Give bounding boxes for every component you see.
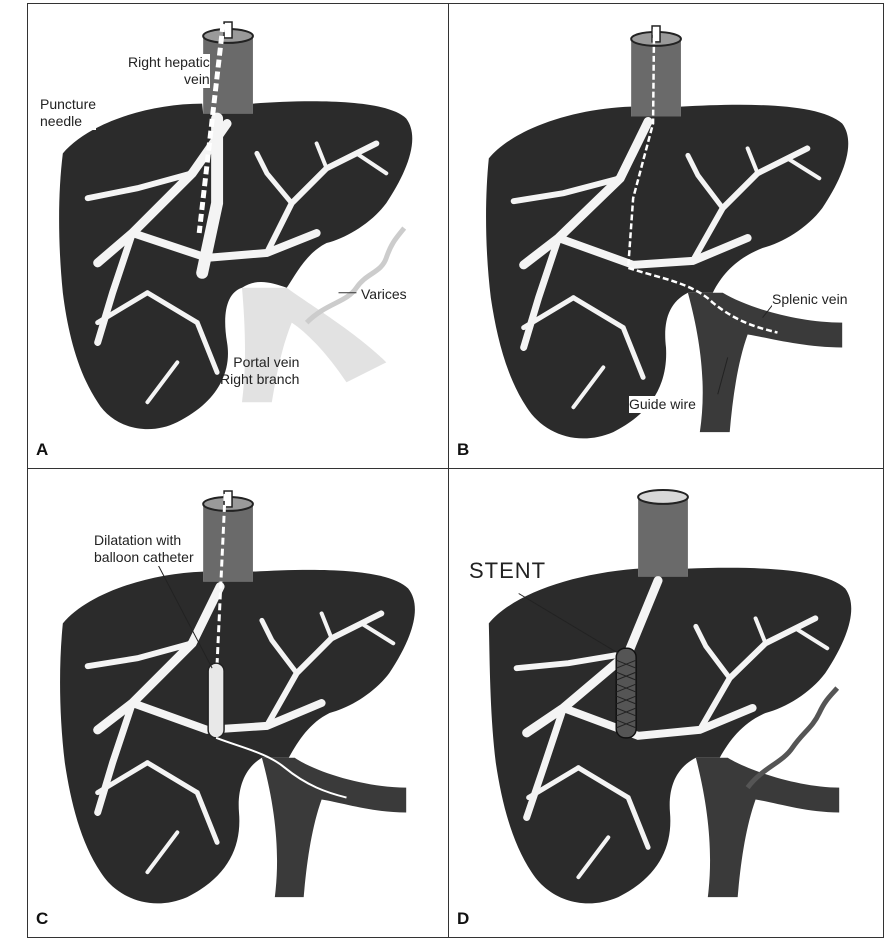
- portal-trunk: [688, 293, 842, 432]
- panel-a: Right hepatic vein Puncture needle Varic…: [27, 3, 449, 469]
- liver-illustration-a: [28, 4, 448, 468]
- hepatic-vein-tube: [203, 22, 253, 114]
- balloon-catheter: [208, 663, 224, 738]
- panel-letter-c: C: [36, 909, 48, 929]
- portal-trunk: [262, 758, 406, 897]
- label-right-hepatic-vein: Right hepatic vein: [128, 54, 210, 88]
- label-dilatation: Dilatation with balloon catheter: [94, 532, 194, 566]
- label-stent: STENT: [469, 562, 546, 579]
- panel-letter-b: B: [457, 440, 469, 460]
- label-splenic-vein: Splenic vein: [772, 291, 848, 308]
- panel-c: Dilatation with balloon catheter C: [27, 468, 449, 938]
- panel-d: STENT D: [448, 468, 884, 938]
- label-portal-vein-line2: Right branch: [220, 371, 299, 388]
- label-puncture-needle-line1: Puncture: [40, 96, 96, 113]
- label-puncture-needle: Puncture needle: [40, 96, 96, 130]
- label-right-hepatic-vein-line2: vein: [128, 71, 210, 88]
- label-puncture-needle-line2: needle: [40, 113, 96, 130]
- label-varices: Varices: [361, 286, 407, 303]
- label-guide-wire: Guide wire: [629, 396, 696, 413]
- hepatic-vein-tube: [638, 490, 688, 577]
- label-portal-vein: Portal vein Right branch: [220, 354, 299, 388]
- panel-b: Splenic vein Guide wire B: [448, 3, 884, 469]
- liver-illustration-d: [449, 469, 883, 937]
- liver-illustration-c: [28, 469, 448, 937]
- hepatic-vein-tube: [631, 26, 681, 117]
- panel-letter-a: A: [36, 440, 48, 460]
- liver-shape: [60, 570, 415, 904]
- label-right-hepatic-vein-line1: Right hepatic: [128, 54, 210, 71]
- hepatic-vein-tube: [203, 491, 253, 582]
- label-dilatation-line2: balloon catheter: [94, 549, 194, 566]
- label-dilatation-line1: Dilatation with: [94, 532, 194, 549]
- label-portal-vein-line1: Portal vein: [220, 354, 299, 371]
- panel-letter-d: D: [457, 909, 469, 929]
- portal-trunk: [696, 758, 839, 897]
